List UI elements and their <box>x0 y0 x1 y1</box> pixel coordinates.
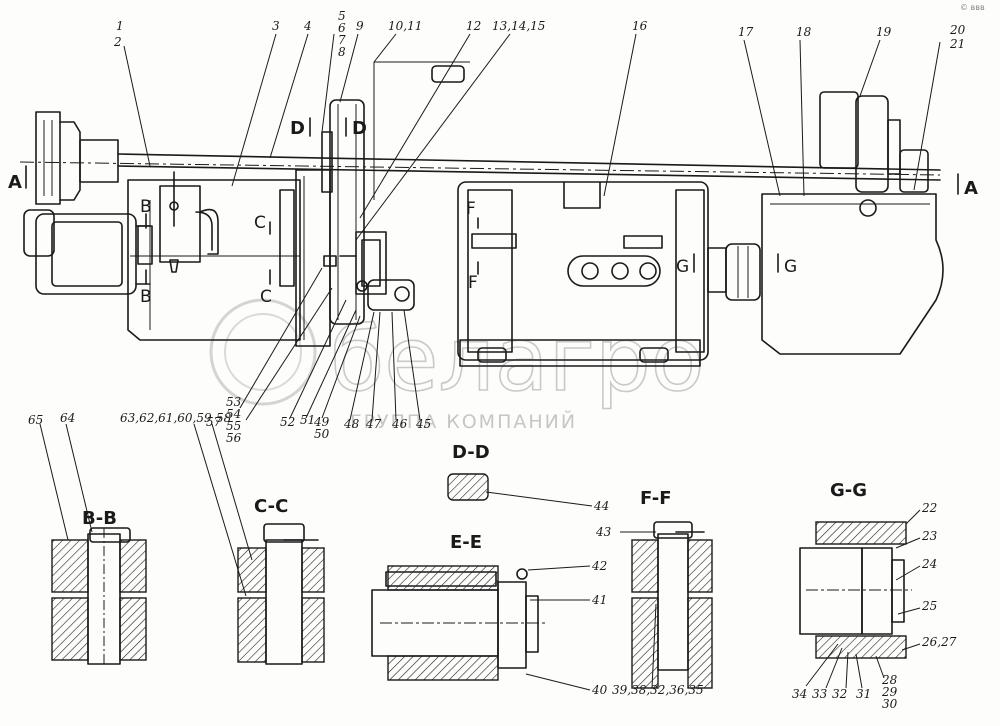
label-49: 49 <box>313 415 330 429</box>
label-50: 50 <box>314 427 330 441</box>
section-marker-b-bottom: B <box>140 287 152 307</box>
label-65: 65 <box>28 413 43 427</box>
leader-lines <box>123 33 941 421</box>
section-marker-c-bottom: C <box>260 287 272 307</box>
label-63-59: 63,62,61,60,59 <box>120 411 212 425</box>
label-46: 46 <box>391 417 408 431</box>
label-10-11: 10,11 <box>388 19 422 33</box>
section-bb: B-B 65 64 <box>28 411 147 665</box>
label-53: 53 <box>226 395 242 409</box>
label-28: 28 <box>881 673 898 687</box>
label-25: 25 <box>921 599 937 613</box>
section-marker-g-left: G <box>676 257 689 277</box>
section-title-cc: C-C <box>254 496 288 517</box>
label-6: 6 <box>338 21 346 35</box>
label-39-35: 39,38,32,36,35 <box>612 683 704 697</box>
section-marker-f-bottom: F <box>468 273 478 293</box>
label-57: 57 <box>206 415 222 429</box>
label-34: 34 <box>792 687 807 701</box>
label-45: 45 <box>415 417 431 431</box>
label-4: 4 <box>303 19 312 33</box>
label-51: 51 <box>300 413 315 427</box>
label-5: 5 <box>338 9 346 23</box>
section-gg: G-G 22 23 24 25 26,27 34 33 32 31 28 29 … <box>792 480 957 711</box>
label-33: 33 <box>812 687 828 701</box>
label-16: 16 <box>632 19 648 33</box>
label-48: 48 <box>343 417 360 431</box>
section-marker-d-right: D <box>352 118 367 139</box>
section-marker-g-right: G <box>784 257 797 277</box>
label-7: 7 <box>338 33 346 47</box>
label-26-27: 26,27 <box>921 635 957 649</box>
label-55: 55 <box>226 419 241 433</box>
label-12: 12 <box>466 19 481 33</box>
label-29: 29 <box>881 685 898 699</box>
label-21: 21 <box>949 37 965 51</box>
label-52: 52 <box>280 415 295 429</box>
label-32-gg: 32 <box>832 687 847 701</box>
section-title-gg: G-G <box>830 480 867 501</box>
label-30: 30 <box>882 697 898 711</box>
label-31: 31 <box>856 687 871 701</box>
label-22: 22 <box>921 501 937 515</box>
label-47: 47 <box>365 417 382 431</box>
label-17: 17 <box>738 25 754 39</box>
section-marker-a-right: A <box>964 178 978 199</box>
label-23: 23 <box>921 529 938 543</box>
label-42: 42 <box>591 559 607 573</box>
section-marker-f-top: F <box>466 199 476 219</box>
section-title-dd: D-D <box>452 442 490 463</box>
label-44: 44 <box>593 499 609 513</box>
watermark-subtitle: ГРУППА КОМПАНИЙ <box>350 410 577 433</box>
main-assembly: B B C C D D <box>8 61 978 367</box>
label-40: 40 <box>591 683 608 697</box>
label-8: 8 <box>338 45 346 59</box>
part-labels-main: 1 2 3 4 5 6 7 8 9 10,11 12 13,14,15 16 1… <box>113 9 966 445</box>
label-18: 18 <box>796 25 812 39</box>
label-19: 19 <box>876 25 892 39</box>
section-marker-b-top: B <box>140 197 152 217</box>
label-9: 9 <box>356 19 364 33</box>
section-title-ff: F-F <box>640 488 672 509</box>
section-title-ee: E-E <box>450 532 482 553</box>
corner-mark: © ввв <box>960 3 985 12</box>
section-ff: F-F 43 39,38,32,36,35 <box>595 488 713 697</box>
label-43: 43 <box>595 525 612 539</box>
label-24: 24 <box>921 557 937 571</box>
label-41: 41 <box>591 593 607 607</box>
label-20: 20 <box>949 23 966 37</box>
label-64: 64 <box>60 411 75 425</box>
section-ee: E-E 42 41 40 <box>371 532 608 697</box>
section-marker-d-left: D <box>290 118 305 139</box>
label-2: 2 <box>113 35 122 49</box>
label-1: 1 <box>116 19 124 33</box>
section-dd: D-D 44 <box>447 442 609 513</box>
section-marker-a-left: A <box>8 172 22 193</box>
section-title-bb: B-B <box>82 508 117 529</box>
label-13-14-15: 13,14,15 <box>492 19 545 33</box>
label-58: 58 <box>216 411 232 425</box>
label-54: 54 <box>226 407 241 421</box>
section-marker-c-top: C <box>254 213 266 233</box>
section-cc: C-C 63,62,61,60,59 58 <box>120 411 325 665</box>
label-56: 56 <box>226 431 242 445</box>
label-3: 3 <box>272 19 280 33</box>
